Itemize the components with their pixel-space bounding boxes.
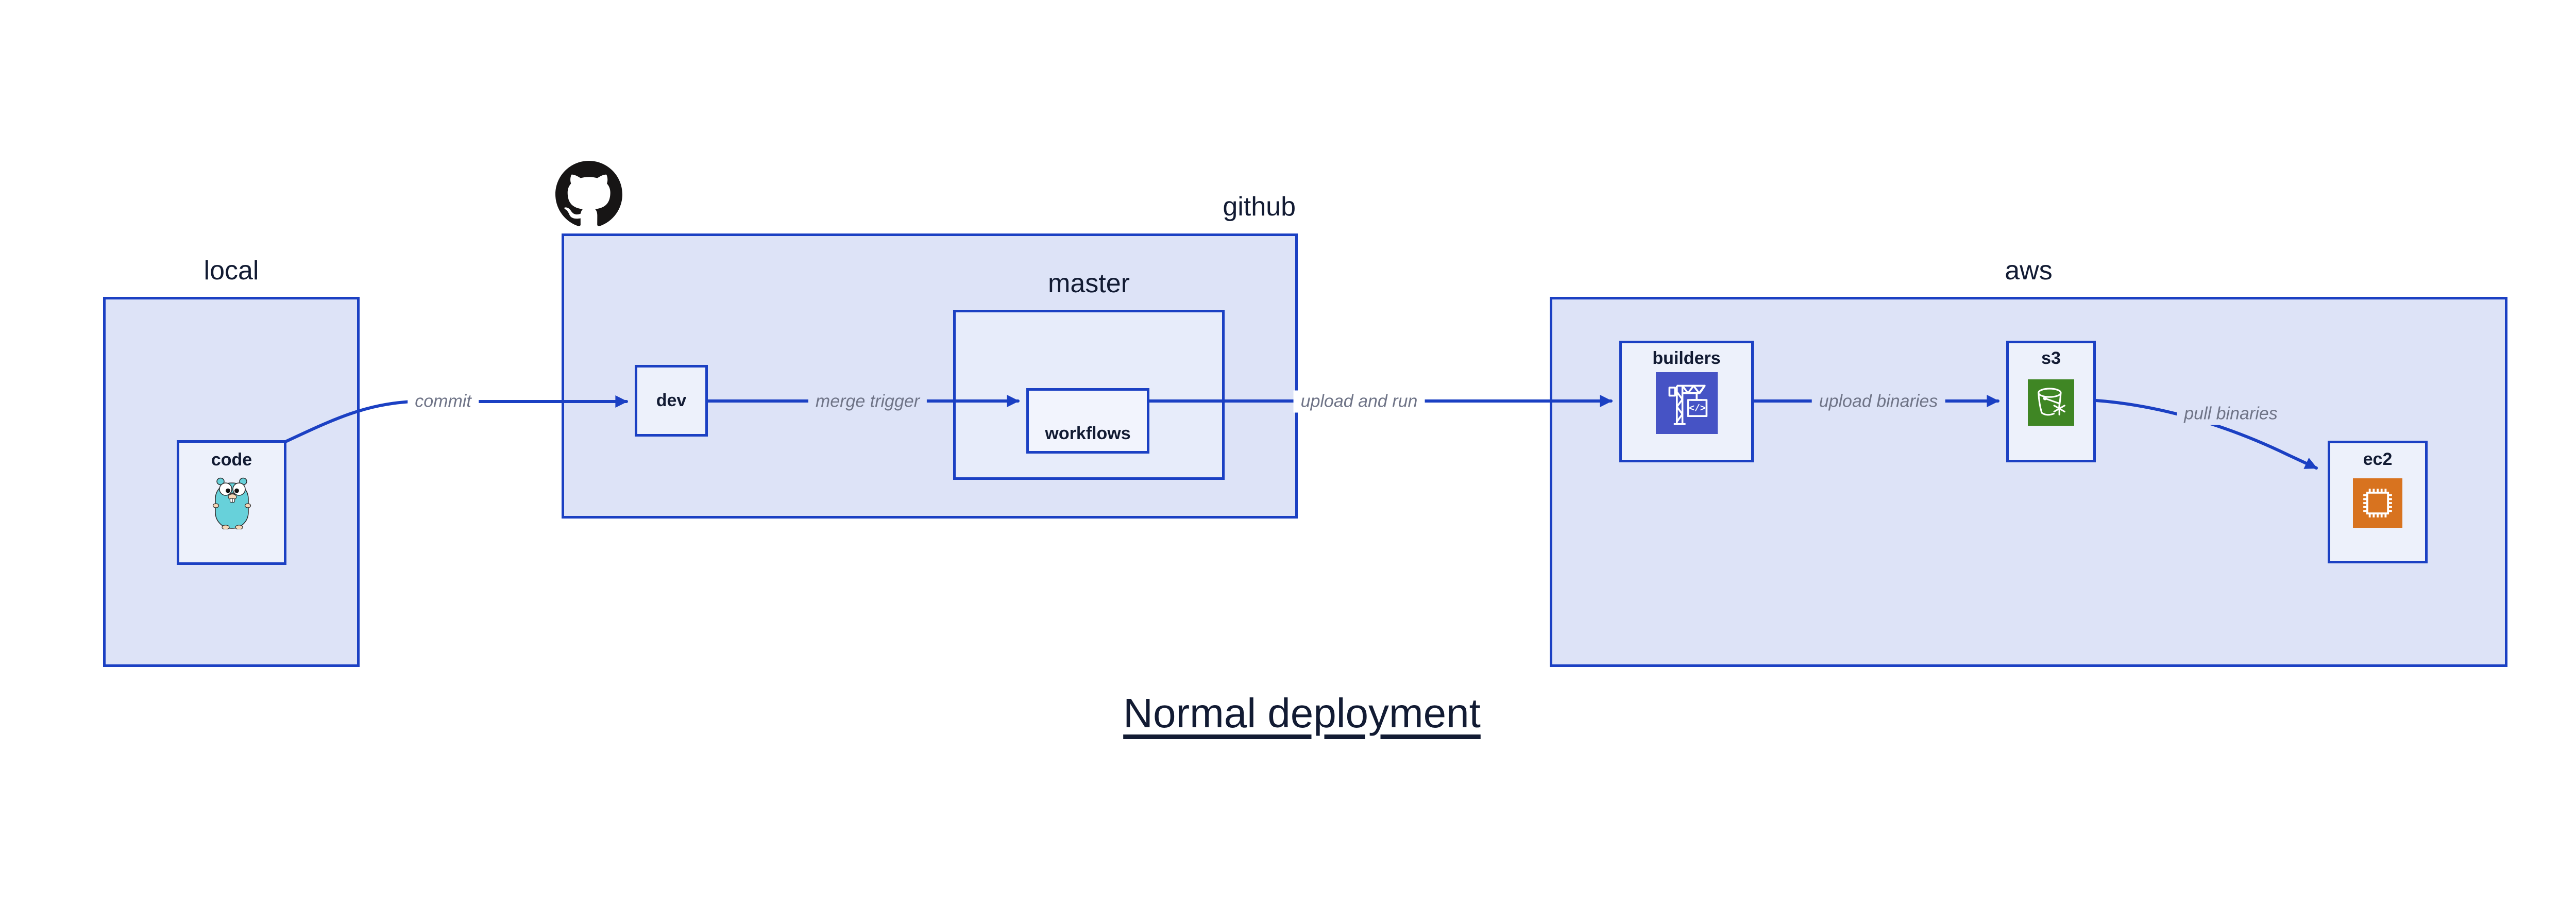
aws-s3-glacier-icon: [2028, 379, 2074, 426]
master-group-label: master: [1048, 269, 1130, 298]
code-node-label: code: [211, 450, 252, 470]
github-group-label: github: [1223, 192, 1296, 222]
edge-label-upload-and-run: upload and run: [1293, 390, 1425, 413]
builders-node-label: builders: [1652, 348, 1721, 368]
local-group-label: local: [204, 256, 259, 286]
ec2-node-box: ec2: [2328, 441, 2428, 563]
s3-node-box: s3: [2006, 341, 2096, 462]
s3-node-label: s3: [2041, 348, 2061, 368]
builders-node-box: builders </>: [1619, 341, 1754, 462]
github-logo-icon: [555, 161, 622, 226]
codebuild-code-glyph: </>: [1689, 404, 1705, 414]
ec2-node-label: ec2: [2363, 449, 2393, 469]
aws-ec2-icon: [2353, 478, 2402, 528]
diagram-title: Normal deployment: [1123, 690, 1481, 736]
edge-label-pull-binaries: pull binaries: [2177, 403, 2285, 425]
go-gopher-icon: [212, 477, 251, 529]
workflows-node-label: workflows: [1045, 424, 1131, 443]
edge-label-merge-trigger: merge trigger: [808, 390, 927, 413]
edge-commit-arrow: [285, 395, 628, 443]
title-row: Normal deployment: [0, 690, 2576, 737]
aws-group-label: aws: [2005, 256, 2053, 286]
code-node-box: code: [177, 440, 286, 565]
edge-label-commit: commit: [408, 390, 479, 413]
workflows-node-box: workflows: [1026, 388, 1149, 454]
aws-codebuild-icon: </>: [1655, 372, 1718, 434]
dev-node-label: dev: [656, 391, 687, 410]
edge-label-upload-binaries: upload binaries: [1811, 390, 1945, 413]
